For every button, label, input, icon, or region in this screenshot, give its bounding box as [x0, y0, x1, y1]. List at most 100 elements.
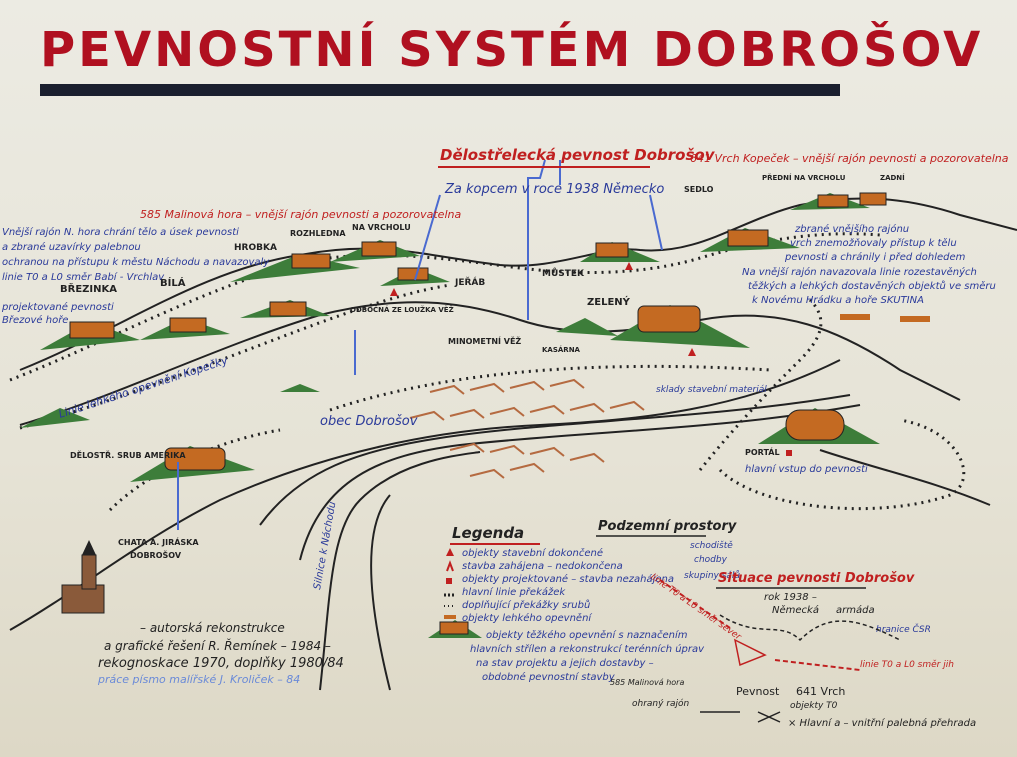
label-odbocna: ODBOČNÁ ZE LOUŽKA VĚŽ — [350, 305, 454, 314]
ridge-mid — [19, 301, 961, 426]
label-author-2: a grafické řešení R. Řemínek – 1984 – — [104, 638, 331, 653]
legend-9: na stav projektu a jejich dostavby – — [476, 658, 654, 669]
label-left-note-2: a zbrané uzavírky palebnou — [2, 241, 141, 253]
label-portal: PORTÁL — [745, 446, 780, 457]
label-left-note-6: Březové hoře — [2, 314, 68, 326]
fort-na-vrcholu — [330, 240, 420, 262]
label-zeleny: ZELENÝ — [587, 295, 631, 308]
label-hill-585: 585 Malinová hora – vnější rajón pevnost… — [140, 208, 461, 221]
church-jiraskova-chata — [61, 540, 105, 614]
label-left-note-1: Vnější rajón N. hora chrání tělo a úsek … — [2, 226, 239, 238]
fort-zeleny — [610, 305, 750, 348]
fort-objects — [20, 192, 930, 638]
legend-4: hlavní linie překážek — [462, 586, 566, 598]
label-occupied: Za kopcem v roce 1938 Německo — [444, 182, 664, 197]
label-amerika: DĚLOSTŘ. SRUB AMERIKA — [70, 449, 186, 460]
legend-fort-icon — [428, 620, 482, 638]
obstacle-lines — [9, 232, 966, 512]
label-kasarna: KASÁRNA — [542, 345, 581, 354]
sit-10: objekty T0 — [790, 701, 838, 711]
label-author-1: – autorská rekonstrukce — [140, 621, 285, 635]
label-jerab: JEŘÁB — [454, 276, 485, 288]
label-dobrosov: DOBROŠOV — [130, 549, 182, 560]
pointer-lines — [177, 159, 663, 530]
fort-sedlo — [700, 228, 800, 252]
label-author-4: práce písmo malířské J. Kroliček – 84 — [97, 673, 300, 686]
label-left-note-3: ochranou na přístupu k městu Náchodu a n… — [2, 256, 270, 268]
sit-4: hranice ČSR — [876, 623, 931, 635]
underground-3: skupiny sálů — [684, 570, 740, 581]
situation-title: Situace pevnosti Dobrošov — [718, 571, 915, 586]
ridge-front — [9, 359, 841, 631]
underground-title: Podzemní prostory — [598, 519, 737, 534]
fort-ridge-left — [20, 408, 90, 428]
label-left-note-4: linie T0 a L0 směr Babí - Vrchlav — [2, 271, 165, 283]
road-silnice — [319, 451, 481, 691]
label-main-fort: Dělostřelecká pevnost Dobrošov — [440, 146, 716, 164]
sit-6: linie T0 a L0 směr jih — [860, 659, 954, 670]
label-minometni: MINOMETNÍ VĚŽ — [448, 335, 521, 346]
legend-6: objekty lehkého opevnění — [462, 612, 592, 624]
label-right-note-3: pevnosti a chránily i před dohledem — [784, 251, 966, 263]
label-na-vrcholu: NA VRCHOLU — [352, 223, 411, 232]
fort-zeleny-left — [556, 318, 618, 336]
label-right-note-2: vrch znemožňovaly přístup k tělu — [790, 237, 957, 249]
label-line-light: Linie lehkého opevnění Kopečky — [57, 354, 230, 421]
sit-3: armáda — [836, 604, 875, 616]
legend-markers — [444, 548, 456, 619]
legend-2: stavba zahájena – nedokončena — [462, 560, 623, 572]
fort-vrch-kopecek — [790, 192, 887, 210]
fort-amerika — [130, 446, 255, 482]
label-obec: obec Dobrošov — [320, 414, 418, 429]
legend-1: objekty stavební dokončené — [462, 547, 603, 559]
situation-sketch — [659, 579, 901, 723]
label-left-note-5: projektované pevnosti — [1, 301, 114, 313]
fort-portal — [758, 408, 880, 444]
portal-road — [819, 449, 991, 506]
fort-bila — [140, 317, 230, 340]
label-rozhledna: ROZHLEDNA — [290, 229, 346, 238]
legend-title: Legenda — [452, 524, 524, 542]
fort-light-1 — [280, 384, 320, 392]
label-light-right: sklady stavební materiál — [656, 385, 767, 395]
fort-brezinka — [40, 321, 140, 350]
fort-mustek — [580, 242, 660, 262]
label-brezinka: BŘEZINKA — [60, 282, 117, 295]
label-right-note-5: těžkých a lehkých dostavěných objektů ve… — [748, 280, 996, 292]
fort-hrobka — [230, 253, 360, 282]
label-chata: CHATA A. JIRÁSKA — [118, 536, 199, 547]
sit-7: 585 Malinová hora — [610, 678, 684, 687]
sit-9: 641 Vrch — [796, 685, 845, 698]
label-road: Silnice k Náchodu — [311, 501, 338, 591]
label-hlavni-vstup: hlavní vstup do pevnosti — [745, 463, 868, 475]
fort-light-2 — [840, 314, 930, 322]
road-line-1 — [259, 394, 851, 526]
underground-1: schodiště — [690, 540, 733, 551]
sit-2: Německá — [772, 604, 819, 616]
legend-3: objekty projektované – stavba nezahájena — [462, 573, 674, 585]
sit-8: Pevnost — [736, 685, 780, 698]
sit-11: ohraný rajón — [632, 698, 690, 709]
legend-8: hlavních střílen a rekonstrukcí terénníc… — [470, 643, 705, 655]
label-right-note-6: k Novému Hrádku a hoře SKUTINA — [752, 294, 924, 306]
legend-10: obdobné pevnostní stavby — [482, 671, 616, 683]
title-underline-bar — [40, 84, 840, 96]
label-right-note-1: zbrané vnějšího rajónu — [794, 223, 909, 235]
road-silnice-2 — [370, 494, 391, 691]
label-sedlo: SEDLO — [684, 185, 714, 194]
red-markers — [390, 262, 792, 456]
page-title: PEVNOSTNÍ SYSTÉM DOBROŠOV — [40, 22, 984, 78]
underground-2: chodby — [694, 555, 728, 565]
label-mustek: MŮSTEK — [542, 267, 585, 279]
label-hrobka: HROBKA — [234, 243, 277, 253]
village-dobrosov — [409, 378, 645, 479]
label-hill-641: 641 Vrch Kopeček – vnější rajón pevnosti… — [690, 152, 1009, 165]
legend-7: objekty těžkého opevnění s naznačením — [486, 629, 688, 641]
legend-5: doplňující překážky srubů — [462, 599, 590, 611]
label-na-vrcholu-2: PŘEDNÍ NA VRCHOLU — [762, 173, 846, 182]
label-bila: BÍLÁ — [160, 276, 186, 289]
label-author-3: rekognoskace 1970, doplňky 1980/84 — [98, 656, 344, 671]
fort-rozhledna-lower — [240, 300, 330, 318]
